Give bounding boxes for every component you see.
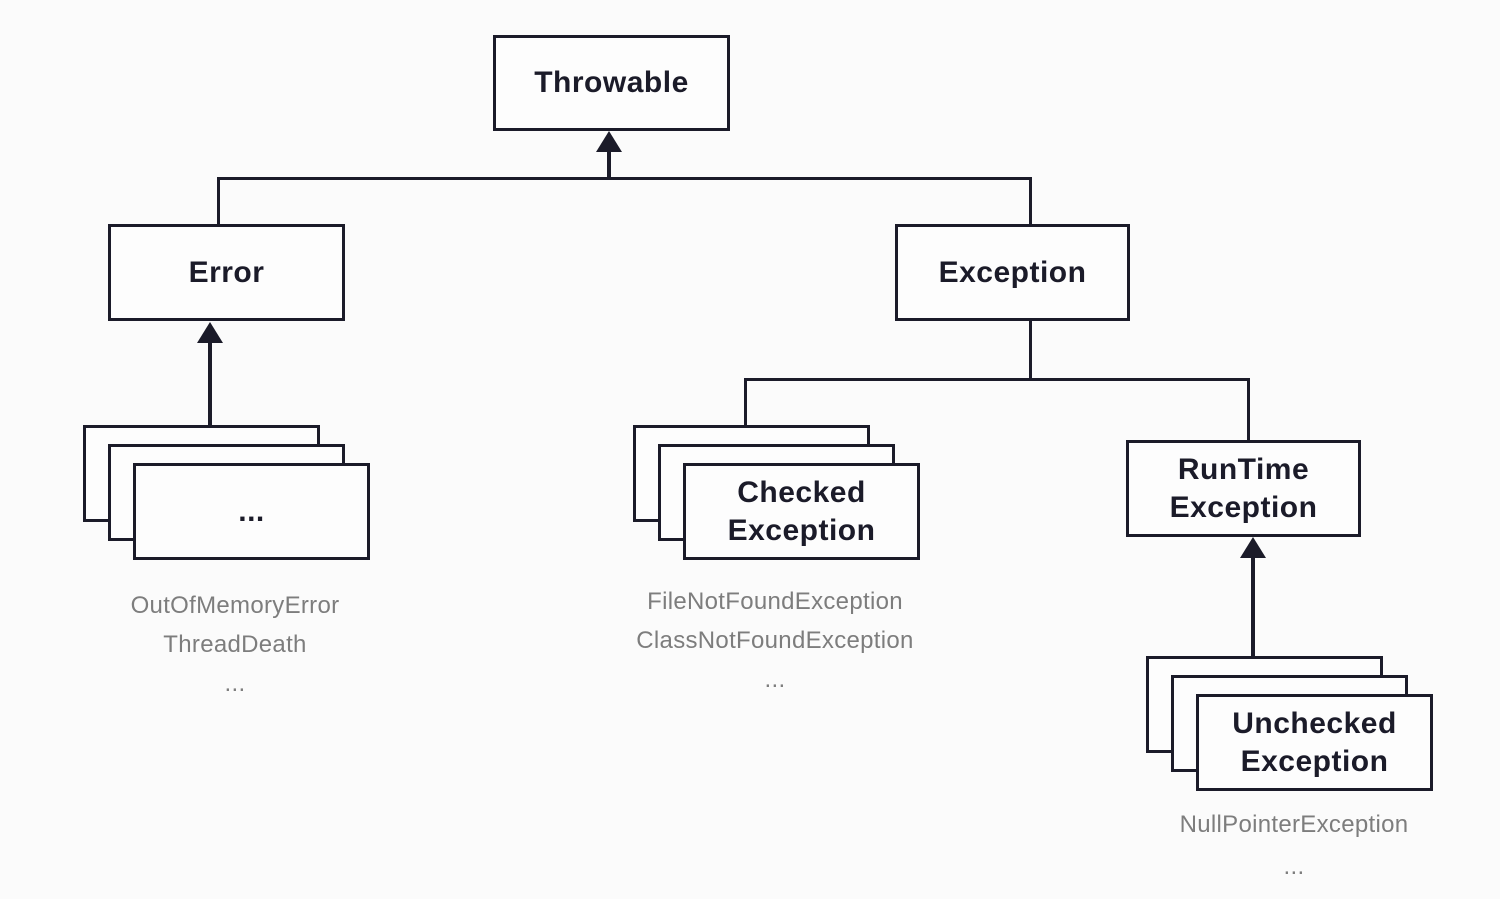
connector-exception-bottom-vertical xyxy=(1029,320,1032,380)
node-throwable: Throwable xyxy=(493,35,730,131)
caption-checked-examples: FileNotFoundException ClassNotFoundExcep… xyxy=(615,582,935,699)
connector-throwable-children-horizontal xyxy=(217,177,1032,180)
caption-line: NullPointerException xyxy=(1179,811,1409,838)
arrow-up-icon xyxy=(596,131,622,152)
unchecked-exception-label-line2: Exception xyxy=(1240,744,1389,778)
arrow-up-icon xyxy=(197,322,223,343)
node-throwable-label: Throwable xyxy=(534,66,689,99)
node-exception-label: Exception xyxy=(938,255,1087,289)
connector-exception-children-horizontal xyxy=(744,378,1250,381)
connector-error-vertical xyxy=(217,178,220,225)
connector-exception-vertical xyxy=(1029,178,1032,225)
node-error: Error xyxy=(108,224,345,321)
arrow-to-throwable-shaft xyxy=(607,150,611,179)
node-error-label: Error xyxy=(188,255,265,289)
node-exception: Exception xyxy=(895,224,1130,321)
caption-line: ... xyxy=(764,666,786,693)
caption-line: ... xyxy=(224,670,246,697)
stack-box-front: ... xyxy=(133,463,370,560)
stack-box-front: Unchecked Exception xyxy=(1196,694,1433,791)
node-runtime-label-line1: RunTime xyxy=(1177,452,1310,486)
unchecked-exception-label-line1: Unchecked xyxy=(1232,706,1397,740)
caption-unchecked-examples: NullPointerException ... xyxy=(1134,804,1454,888)
caption-line: FileNotFoundException xyxy=(647,588,903,615)
node-runtime-exception: RunTime Exception xyxy=(1126,440,1361,537)
arrow-to-runtime-shaft xyxy=(1251,555,1255,657)
checked-exception-label-line2: Exception xyxy=(727,513,876,547)
checked-exception-label-line1: Checked xyxy=(737,475,866,509)
caption-line: ClassNotFoundException xyxy=(636,627,914,654)
stack-box-front: Checked Exception xyxy=(683,463,920,560)
arrow-to-error-shaft xyxy=(208,340,212,426)
caption-line: ... xyxy=(1283,853,1305,880)
caption-line: ThreadDeath xyxy=(163,631,307,658)
error-instances-label: ... xyxy=(238,494,265,528)
arrow-up-icon xyxy=(1240,537,1266,558)
caption-error-examples: OutOfMemoryError ThreadDeath ... xyxy=(75,586,395,703)
node-runtime-label-line2: Exception xyxy=(1169,490,1318,524)
connector-checked-vertical xyxy=(744,379,747,426)
connector-runtime-vertical xyxy=(1247,379,1250,441)
caption-line: OutOfMemoryError xyxy=(130,592,340,619)
